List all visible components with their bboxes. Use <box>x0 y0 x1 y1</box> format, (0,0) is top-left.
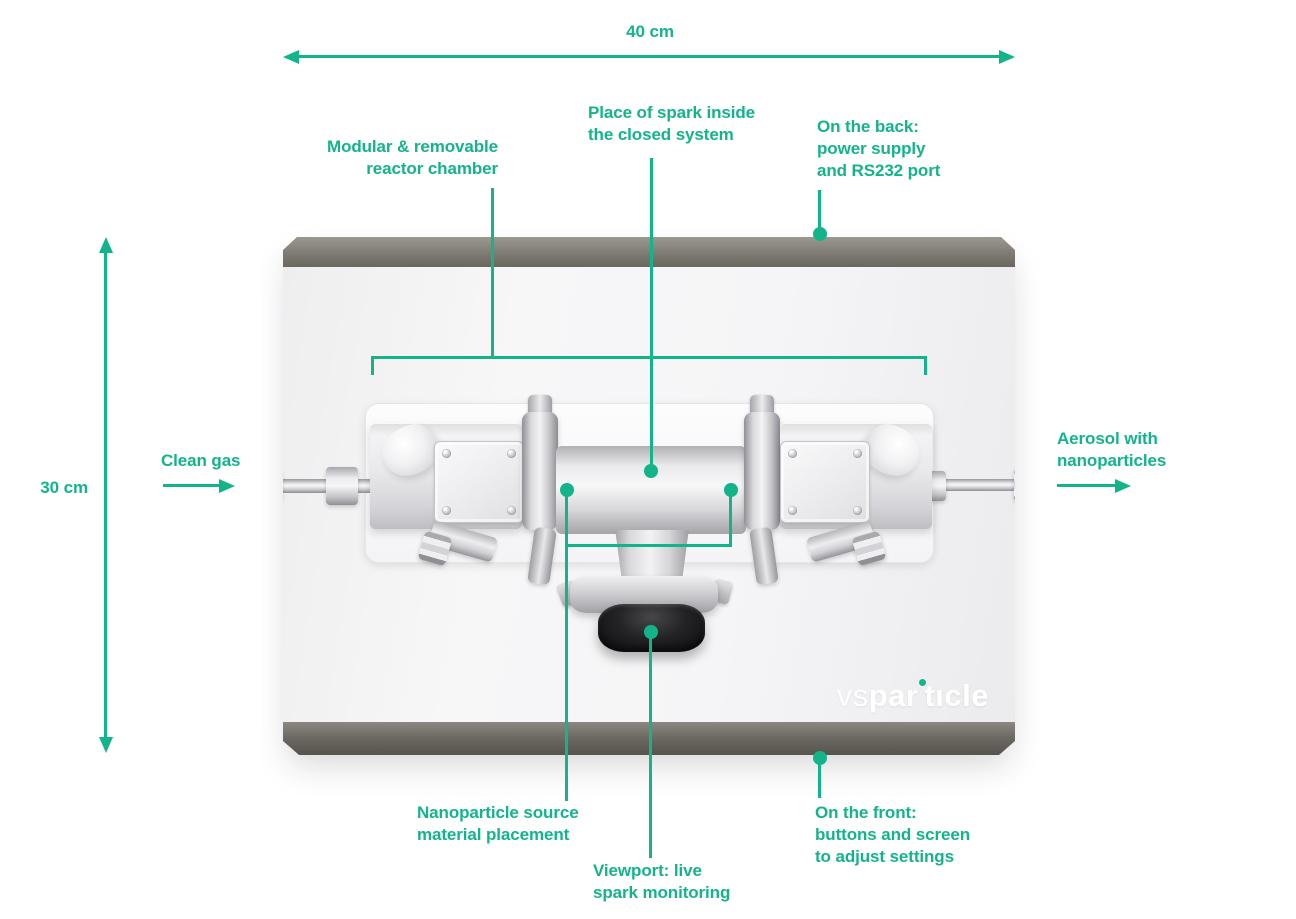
label-clean-gas: Clean gas <box>161 451 241 470</box>
height-dimension-label: 30 cm <box>40 478 88 497</box>
spark-point-dot <box>644 464 658 478</box>
label-front-panel: On the front: buttons and screen to adju… <box>815 803 971 866</box>
screw-icon <box>442 449 451 458</box>
arrowhead-right-icon <box>999 49 1015 64</box>
back-panel-dot <box>813 227 827 241</box>
right-faceplate <box>780 441 870 523</box>
label-source-material: Nanoparticle source material placement <box>417 803 579 844</box>
label-viewport: Viewport: live spark monitoring <box>593 861 731 902</box>
device-back-edge-panel <box>283 237 1015 267</box>
source-connector-left <box>565 490 568 801</box>
clean-gas-arrowhead-icon <box>219 478 235 493</box>
inlet-hex-nut <box>246 469 282 503</box>
right-clamp-top-bolt <box>750 395 774 417</box>
width-dimension-line <box>294 55 1004 58</box>
screw-icon <box>442 506 451 515</box>
reactor-bracket-tick-left <box>371 356 374 375</box>
viewport-connector <box>649 632 652 858</box>
outlet-collar <box>928 471 946 501</box>
clean-gas-arrow-line <box>163 484 221 487</box>
left-clamp-ring <box>522 412 558 530</box>
label-reactor-chamber: Modular & removable reactor chamber <box>327 137 498 178</box>
arrowhead-up-icon <box>98 237 113 253</box>
source-connector-bridge <box>565 544 732 547</box>
logo-ticle: tıcle <box>924 678 989 713</box>
label-back-panel: On the back: power supply and RS232 port <box>817 117 941 180</box>
screw-icon <box>853 506 862 515</box>
arrowhead-down-icon <box>98 737 113 753</box>
label-aerosol: Aerosol with nanoparticles <box>1057 429 1167 470</box>
outlet-hex-nut <box>1014 468 1015 502</box>
screw-icon <box>507 506 516 515</box>
screw-icon <box>788 506 797 515</box>
left-clamp-top-bolt <box>528 395 552 417</box>
reactor-chamber-connector <box>491 188 494 358</box>
screw-icon <box>507 449 516 458</box>
back-panel-connector <box>818 190 821 230</box>
outlet-rod <box>934 479 1015 491</box>
aerosol-arrowhead-icon <box>1115 478 1131 493</box>
logo-green-dot-icon <box>919 679 927 686</box>
inlet-collar <box>326 467 358 505</box>
height-dimension-line <box>104 247 107 743</box>
width-dimension-label: 40 cm <box>626 22 674 41</box>
reactor-tube-vertical <box>615 530 689 578</box>
reactor-bracket-line <box>371 356 927 359</box>
source-connector-right <box>729 490 732 547</box>
left-faceplate <box>434 441 524 523</box>
label-spark-place: Place of spark inside the closed system <box>588 103 756 144</box>
spark-connector <box>650 158 653 468</box>
screw-icon <box>853 449 862 458</box>
logo-par: par <box>868 678 919 713</box>
arrowhead-left-icon <box>283 49 299 64</box>
right-clamp-ring <box>744 412 780 530</box>
aerosol-arrow-line <box>1057 484 1117 487</box>
logo-vs: vs <box>836 678 869 713</box>
screw-icon <box>788 449 797 458</box>
front-panel-connector <box>818 758 821 798</box>
reactor-bracket-tick-right <box>924 356 927 375</box>
